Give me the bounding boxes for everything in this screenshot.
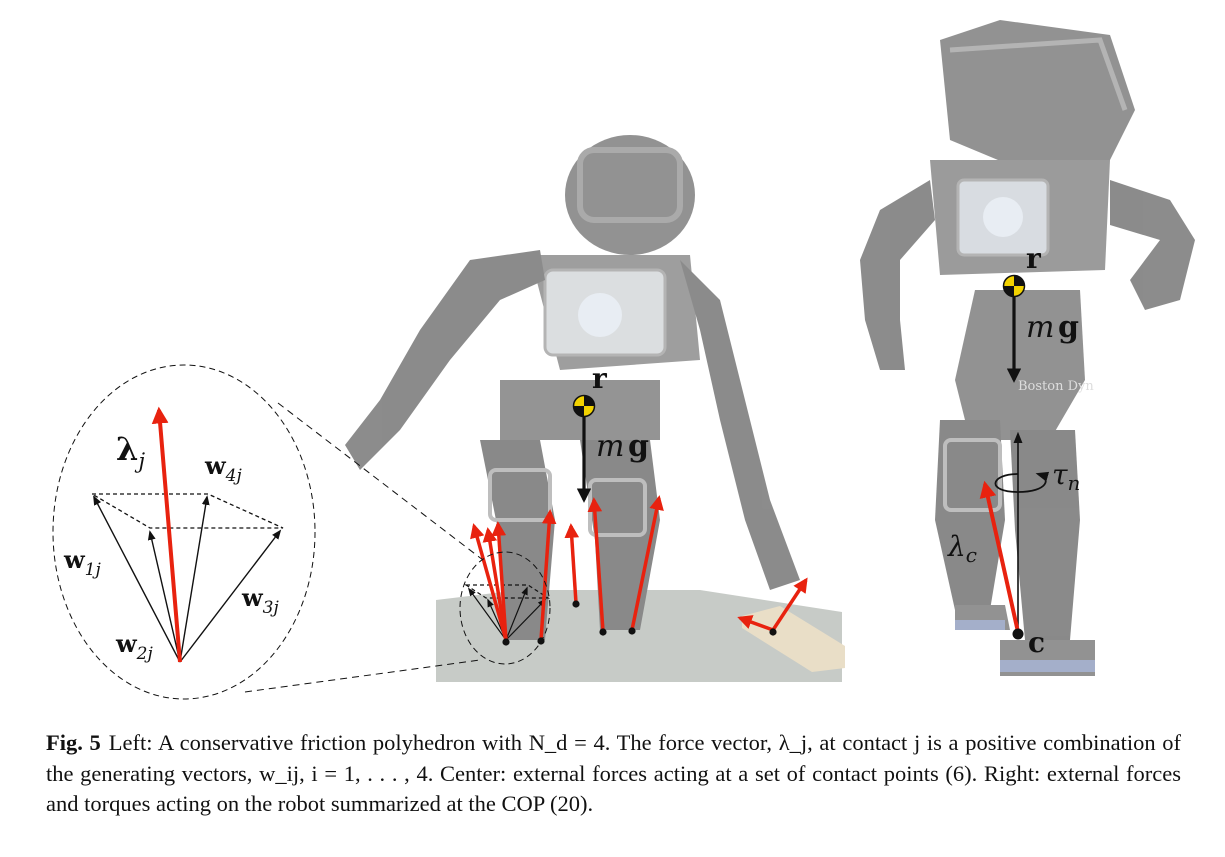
right-com-label: r (1026, 242, 1042, 275)
left-friction-polyhedron: λj w1j w2j w3j w4j (52, 364, 316, 700)
resultant-force-arrow (979, 480, 1020, 633)
resultant-force-label: λc (947, 530, 977, 567)
cop-label: c (1028, 626, 1045, 659)
right-cop-forces: Boston Dyn r m g τn λc c (947, 242, 1094, 659)
contact-force-6 (587, 497, 605, 632)
center-contact-forces: r m g (459, 362, 808, 665)
contact-force-1 (470, 523, 508, 641)
robot-logo-text: Boston Dyn (1018, 379, 1094, 394)
contact-force-7 (630, 495, 664, 631)
w2-label: w2j (115, 629, 153, 664)
torque-rotation-icon (994, 471, 1050, 493)
generator-w3 (179, 529, 282, 663)
generator-w2 (147, 530, 181, 663)
caption-label: Fig. 5 (46, 730, 101, 755)
generator-w1 (93, 495, 181, 663)
generator-w4 (179, 495, 210, 663)
center-robot-photo (345, 135, 845, 682)
contact-force-4 (539, 509, 557, 641)
lambda-label: λj (116, 430, 145, 473)
figure-illustration: r m g λj w1j w2j w3j w4j (52, 20, 1195, 700)
center-gravity-label-g: g (628, 429, 649, 464)
right-gravity-label-m: m (1026, 310, 1054, 345)
zoom-connector-bottom (244, 659, 481, 693)
right-com-marker-icon (1002, 274, 1026, 298)
torque-label: τn (1052, 458, 1080, 495)
contact-force-9 (771, 577, 808, 631)
small-friction-polyhedron (463, 584, 551, 641)
right-robot-photo (860, 20, 1195, 676)
contact-force-8 (737, 615, 774, 632)
cop-point (1012, 628, 1024, 640)
center-com-marker-icon (572, 394, 596, 418)
contact-force-3 (491, 521, 508, 641)
center-com-label: r (592, 362, 608, 395)
contact-points (502, 600, 777, 646)
center-gravity-label-m: m (596, 429, 624, 464)
contact-force-5 (564, 523, 580, 604)
caption-text: Left: A conservative friction polyhedron… (46, 730, 1181, 816)
w3-label: w3j (241, 583, 279, 618)
w4-label: w4j (204, 451, 242, 486)
polyhedron-base (89, 493, 284, 529)
w1-label: w1j (63, 545, 101, 580)
right-gravity-label-g: g (1058, 310, 1079, 345)
zoom-circle-large (52, 364, 316, 700)
force-vector-lambda (151, 406, 182, 663)
zoom-circle-small (459, 551, 551, 665)
